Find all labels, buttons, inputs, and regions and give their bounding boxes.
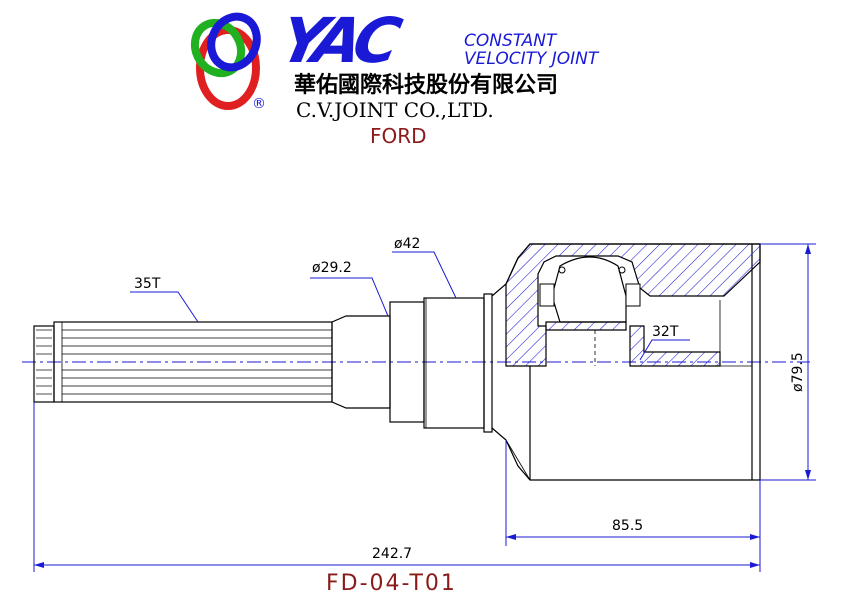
make-label: FORD [370, 124, 427, 148]
dim-overall-length: 242.7 [372, 546, 412, 562]
leader-shaft-diameter [310, 277, 389, 317]
company-name-english: C.V.JOINT CO.,LTD. [296, 98, 494, 122]
rings-logo-icon [190, 12, 261, 110]
dim-housing-length: 85.5 [612, 518, 643, 534]
brand-wordmark: YAC [274, 5, 408, 77]
subtitle-line1: CONSTANT [464, 31, 558, 51]
company-logo: ® YAC [190, 5, 408, 112]
dimension-housing-diameter [760, 243, 816, 481]
seal-collar [389, 293, 493, 433]
registered-mark: ® [252, 96, 266, 112]
dim-32t: 32T [652, 324, 679, 340]
subtitle-line2: VELOCITY JOINT [464, 49, 600, 69]
dimension-overall-length [33, 402, 761, 572]
dim-35t: 35T [134, 276, 161, 292]
outer-spline-shaft [33, 321, 333, 403]
leader-35t [130, 291, 199, 323]
dim-housing-diameter: ø79.5 [790, 352, 806, 392]
leader-seal-diameter [392, 251, 457, 299]
dim-shaft-diameter: ø29.2 [312, 260, 352, 276]
company-name-chinese: 華佑國際科技股份有限公司 [294, 72, 558, 98]
dimension-housing-length [505, 440, 761, 546]
part-number: FD-04-T01 [326, 571, 457, 596]
leader-32t [639, 339, 690, 361]
dim-seal-diameter: ø42 [394, 236, 420, 252]
